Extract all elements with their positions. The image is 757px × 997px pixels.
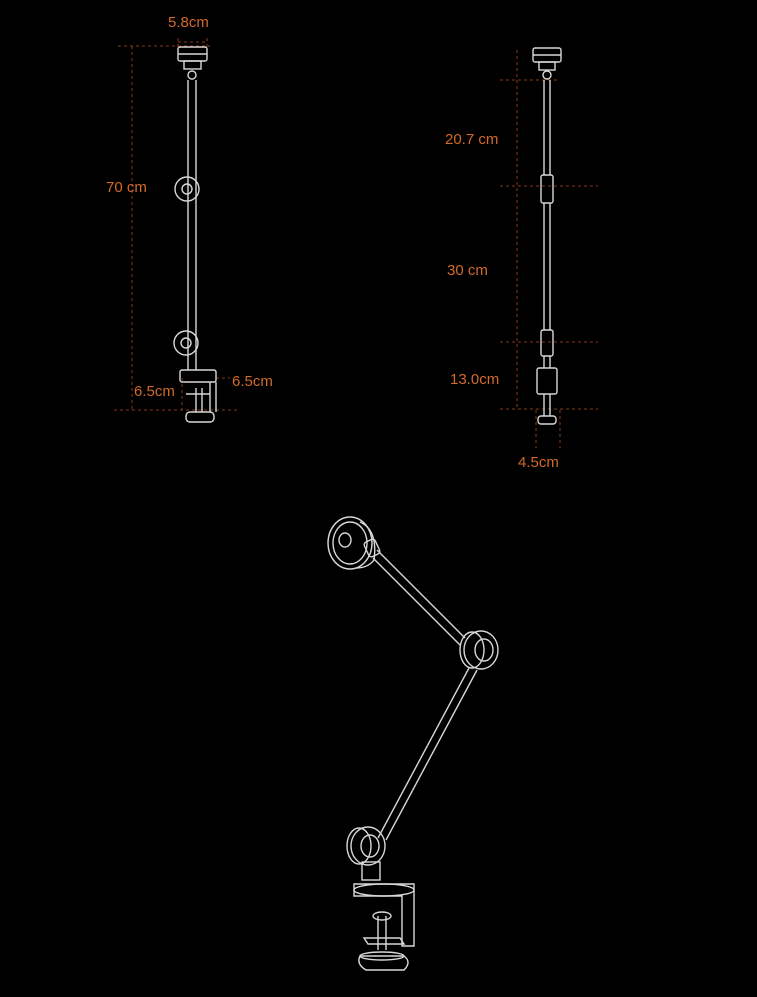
- front-clamp-depth-label: 6.5cm: [232, 373, 273, 390]
- side-view: 20.7 cm 30 cm 13.0cm 4.5cm: [445, 47, 598, 471]
- front-top-width-label: 5.8cm: [168, 14, 209, 31]
- side-view-drawing: [532, 47, 562, 425]
- front-clamp-height-label: 6.5cm: [134, 383, 175, 400]
- upper-arm: [372, 549, 466, 646]
- elbow-joint: [459, 630, 499, 670]
- lower-arm: [377, 667, 478, 841]
- front-view: 5.8cm 70 cm 6.5cm 6.5cm: [106, 14, 273, 423]
- front-total-height-label: 70 cm: [106, 179, 147, 196]
- mount-head: [327, 516, 381, 570]
- front-view-drawing: [173, 46, 217, 423]
- clamp-base: [353, 861, 415, 971]
- perspective-view: [327, 516, 499, 971]
- side-lower-section-label: 13.0cm: [450, 371, 499, 388]
- side-middle-arm-label: 30 cm: [447, 262, 488, 279]
- side-base-width-label: 4.5cm: [518, 454, 559, 471]
- side-upper-arm-label: 20.7 cm: [445, 131, 498, 148]
- lower-joint: [346, 826, 386, 866]
